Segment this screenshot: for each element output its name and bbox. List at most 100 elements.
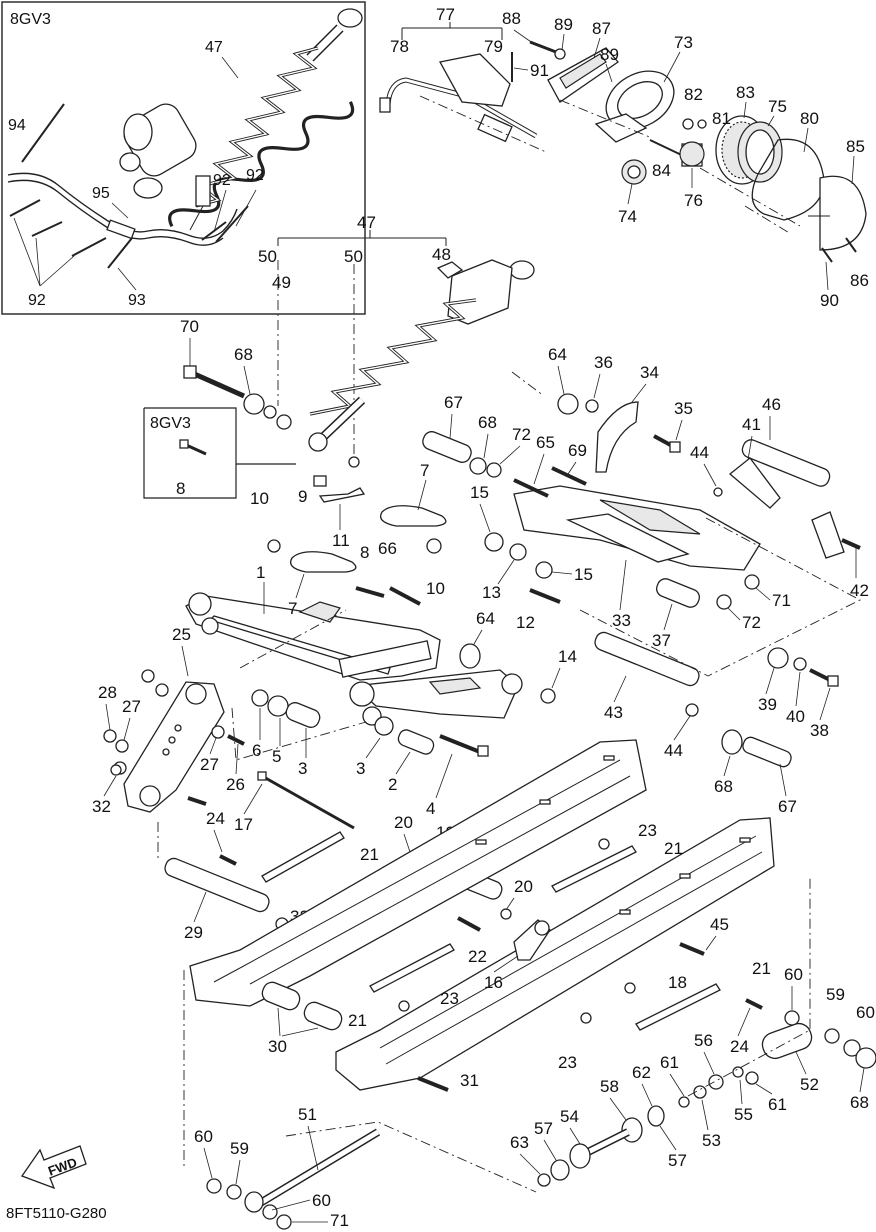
callout-52: 52 xyxy=(800,1075,819,1094)
callout-68-d: 68 xyxy=(850,1093,869,1112)
callout-59-a: 59 xyxy=(826,985,845,1004)
callout-64-b: 64 xyxy=(548,345,567,364)
drawing-code: 8FT5110-G280 xyxy=(6,1205,107,1222)
callout-23-b: 23 xyxy=(440,989,459,1008)
callout-7-upper: 7 xyxy=(420,461,429,480)
callout-69: 69 xyxy=(568,441,587,460)
callout-15-a: 15 xyxy=(470,483,489,502)
callout-31: 31 xyxy=(460,1071,479,1090)
callout-32-a: 32 xyxy=(92,797,111,816)
callout-10-b: 10 xyxy=(426,579,445,598)
callout-61-b: 61 xyxy=(768,1095,787,1114)
callout-2: 2 xyxy=(388,775,397,794)
callout-78: 78 xyxy=(390,37,409,56)
callout-40: 40 xyxy=(786,707,805,726)
callout-64-a: 64 xyxy=(476,609,495,628)
callout-80: 80 xyxy=(800,109,819,128)
callout-57-a: 57 xyxy=(534,1119,553,1138)
callout-29: 29 xyxy=(184,923,203,942)
callout-21-c: 21 xyxy=(348,1011,367,1030)
inset-8gv3-shock-box: 8GV3 xyxy=(1,1,366,315)
callout-57-b: 57 xyxy=(668,1151,687,1170)
inset-8gv3-mid-label: 8GV3 xyxy=(150,415,191,432)
callout-4: 4 xyxy=(426,799,435,818)
callout-86: 86 xyxy=(850,271,869,290)
callout-90: 90 xyxy=(820,291,839,310)
callout-18: 18 xyxy=(668,973,687,992)
callout-53: 53 xyxy=(702,1131,721,1150)
callout-8-main: 8 xyxy=(360,543,369,562)
callout-24-a: 24 xyxy=(206,809,225,828)
callout-54: 54 xyxy=(560,1107,579,1126)
callout-24-b: 24 xyxy=(730,1037,749,1056)
callout-71-a: 71 xyxy=(772,591,791,610)
callout-47-main: 47 xyxy=(357,213,376,232)
callout-23-c: 23 xyxy=(558,1053,577,1072)
callout-95: 95 xyxy=(92,185,110,202)
callout-60-d: 60 xyxy=(312,1191,331,1210)
callout-68-a: 68 xyxy=(234,345,253,364)
callout-73: 73 xyxy=(674,33,693,52)
callout-72-a: 72 xyxy=(512,425,531,444)
inset-8gv3-bolt: 8GV3 8 xyxy=(143,407,296,499)
inset-8gv3-label: 8GV3 xyxy=(10,11,51,28)
callout-66: 66 xyxy=(378,539,397,558)
callout-10-a: 10 xyxy=(250,489,269,508)
callout-84: 84 xyxy=(652,161,671,180)
callout-14: 14 xyxy=(558,647,577,666)
front-arm-assembly: 1 7 7 9 11 10 10 8 66 64 14 xyxy=(185,461,577,726)
callout-13: 13 xyxy=(482,583,501,602)
callout-21-b: 21 xyxy=(664,839,683,858)
callout-55: 55 xyxy=(734,1105,753,1124)
callout-50-b: 50 xyxy=(344,247,363,266)
callout-20-b: 20 xyxy=(514,877,533,896)
callout-35: 35 xyxy=(674,399,693,418)
callout-45: 45 xyxy=(710,915,729,934)
callout-72-b: 72 xyxy=(742,613,761,632)
callout-1: 1 xyxy=(256,563,265,582)
callout-50-a: 50 xyxy=(258,247,277,266)
callout-15-b: 15 xyxy=(574,565,593,584)
callout-67-b: 67 xyxy=(778,797,797,816)
rear-shock-absorber: 47 50 50 49 48 70 68 xyxy=(180,213,535,468)
callout-79: 79 xyxy=(484,37,503,56)
callout-30: 30 xyxy=(268,1037,287,1056)
callout-94: 94 xyxy=(8,117,26,134)
callout-16: 16 xyxy=(484,973,503,992)
inset-shock-absorber xyxy=(119,8,363,231)
rear-arm-assembly: 64 36 34 35 46 67 68 72 65 69 44 41 42 1… xyxy=(422,345,869,816)
callout-21-d: 21 xyxy=(752,959,771,978)
callout-25: 25 xyxy=(172,625,191,644)
callout-76: 76 xyxy=(684,191,703,210)
callout-27-a: 27 xyxy=(122,697,141,716)
callout-65: 65 xyxy=(536,433,555,452)
callout-49: 49 xyxy=(272,273,291,292)
callout-68-b: 68 xyxy=(478,413,497,432)
callout-62: 62 xyxy=(632,1063,651,1082)
callout-41: 41 xyxy=(742,415,761,434)
callout-93: 93 xyxy=(128,292,146,309)
speed-sensor-gear-group: 77 78 79 88 89 87 91 89 73 82 81 83 75 8… xyxy=(379,5,869,310)
idler-hardware: 60 59 60 68 52 56 55 61 61 53 62 58 57 5… xyxy=(183,878,876,1230)
callout-36: 36 xyxy=(594,353,613,372)
fwd-arrow: FWD xyxy=(20,1145,87,1190)
callout-70: 70 xyxy=(180,317,199,336)
callout-87: 87 xyxy=(592,19,611,38)
callout-22: 22 xyxy=(468,947,487,966)
callout-60-a: 60 xyxy=(784,965,803,984)
callout-7-lower: 7 xyxy=(288,599,297,618)
callout-34: 34 xyxy=(640,363,659,382)
callout-39: 39 xyxy=(758,695,777,714)
callout-56: 56 xyxy=(694,1031,713,1050)
callout-61-a: 61 xyxy=(660,1053,679,1072)
slide-rails: 21 21 21 21 23 23 23 22 16 18 45 30 31 2… xyxy=(189,739,775,1092)
callout-6: 6 xyxy=(252,741,261,760)
callout-17: 17 xyxy=(234,815,253,834)
callout-74: 74 xyxy=(618,207,637,226)
callout-5: 5 xyxy=(272,747,281,766)
callout-82: 82 xyxy=(684,85,703,104)
callout-9: 9 xyxy=(298,487,307,506)
callout-75: 75 xyxy=(768,97,787,116)
callout-28: 28 xyxy=(98,683,117,702)
